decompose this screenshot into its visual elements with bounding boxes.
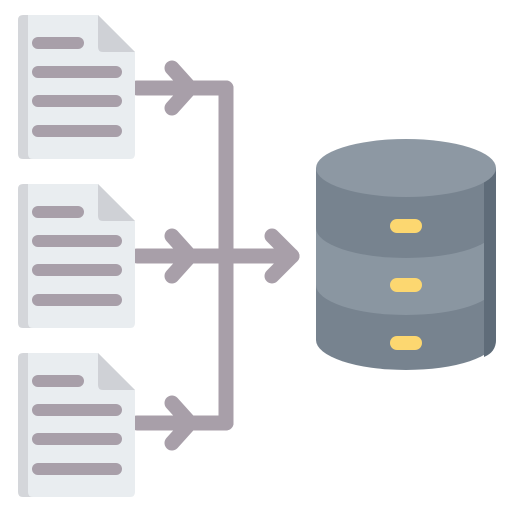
document-icon [18, 353, 135, 497]
database-top [316, 139, 496, 197]
database-icon [316, 139, 496, 370]
document-fold [98, 184, 135, 221]
database-side-shading [484, 168, 496, 357]
bottom-arrowhead [164, 395, 198, 451]
document-text-lines [32, 375, 122, 475]
document-fold [98, 353, 135, 390]
document-text-lines [32, 37, 122, 137]
document-text-lines [32, 206, 122, 306]
database-slots [390, 219, 422, 350]
middle-left-arrowhead [164, 228, 198, 284]
document-fold [98, 15, 135, 52]
top-arrowhead [164, 60, 198, 116]
document-icon [18, 184, 135, 328]
output-arrowhead [264, 228, 300, 284]
connector-arrows [129, 60, 300, 451]
document-icon [18, 15, 135, 159]
